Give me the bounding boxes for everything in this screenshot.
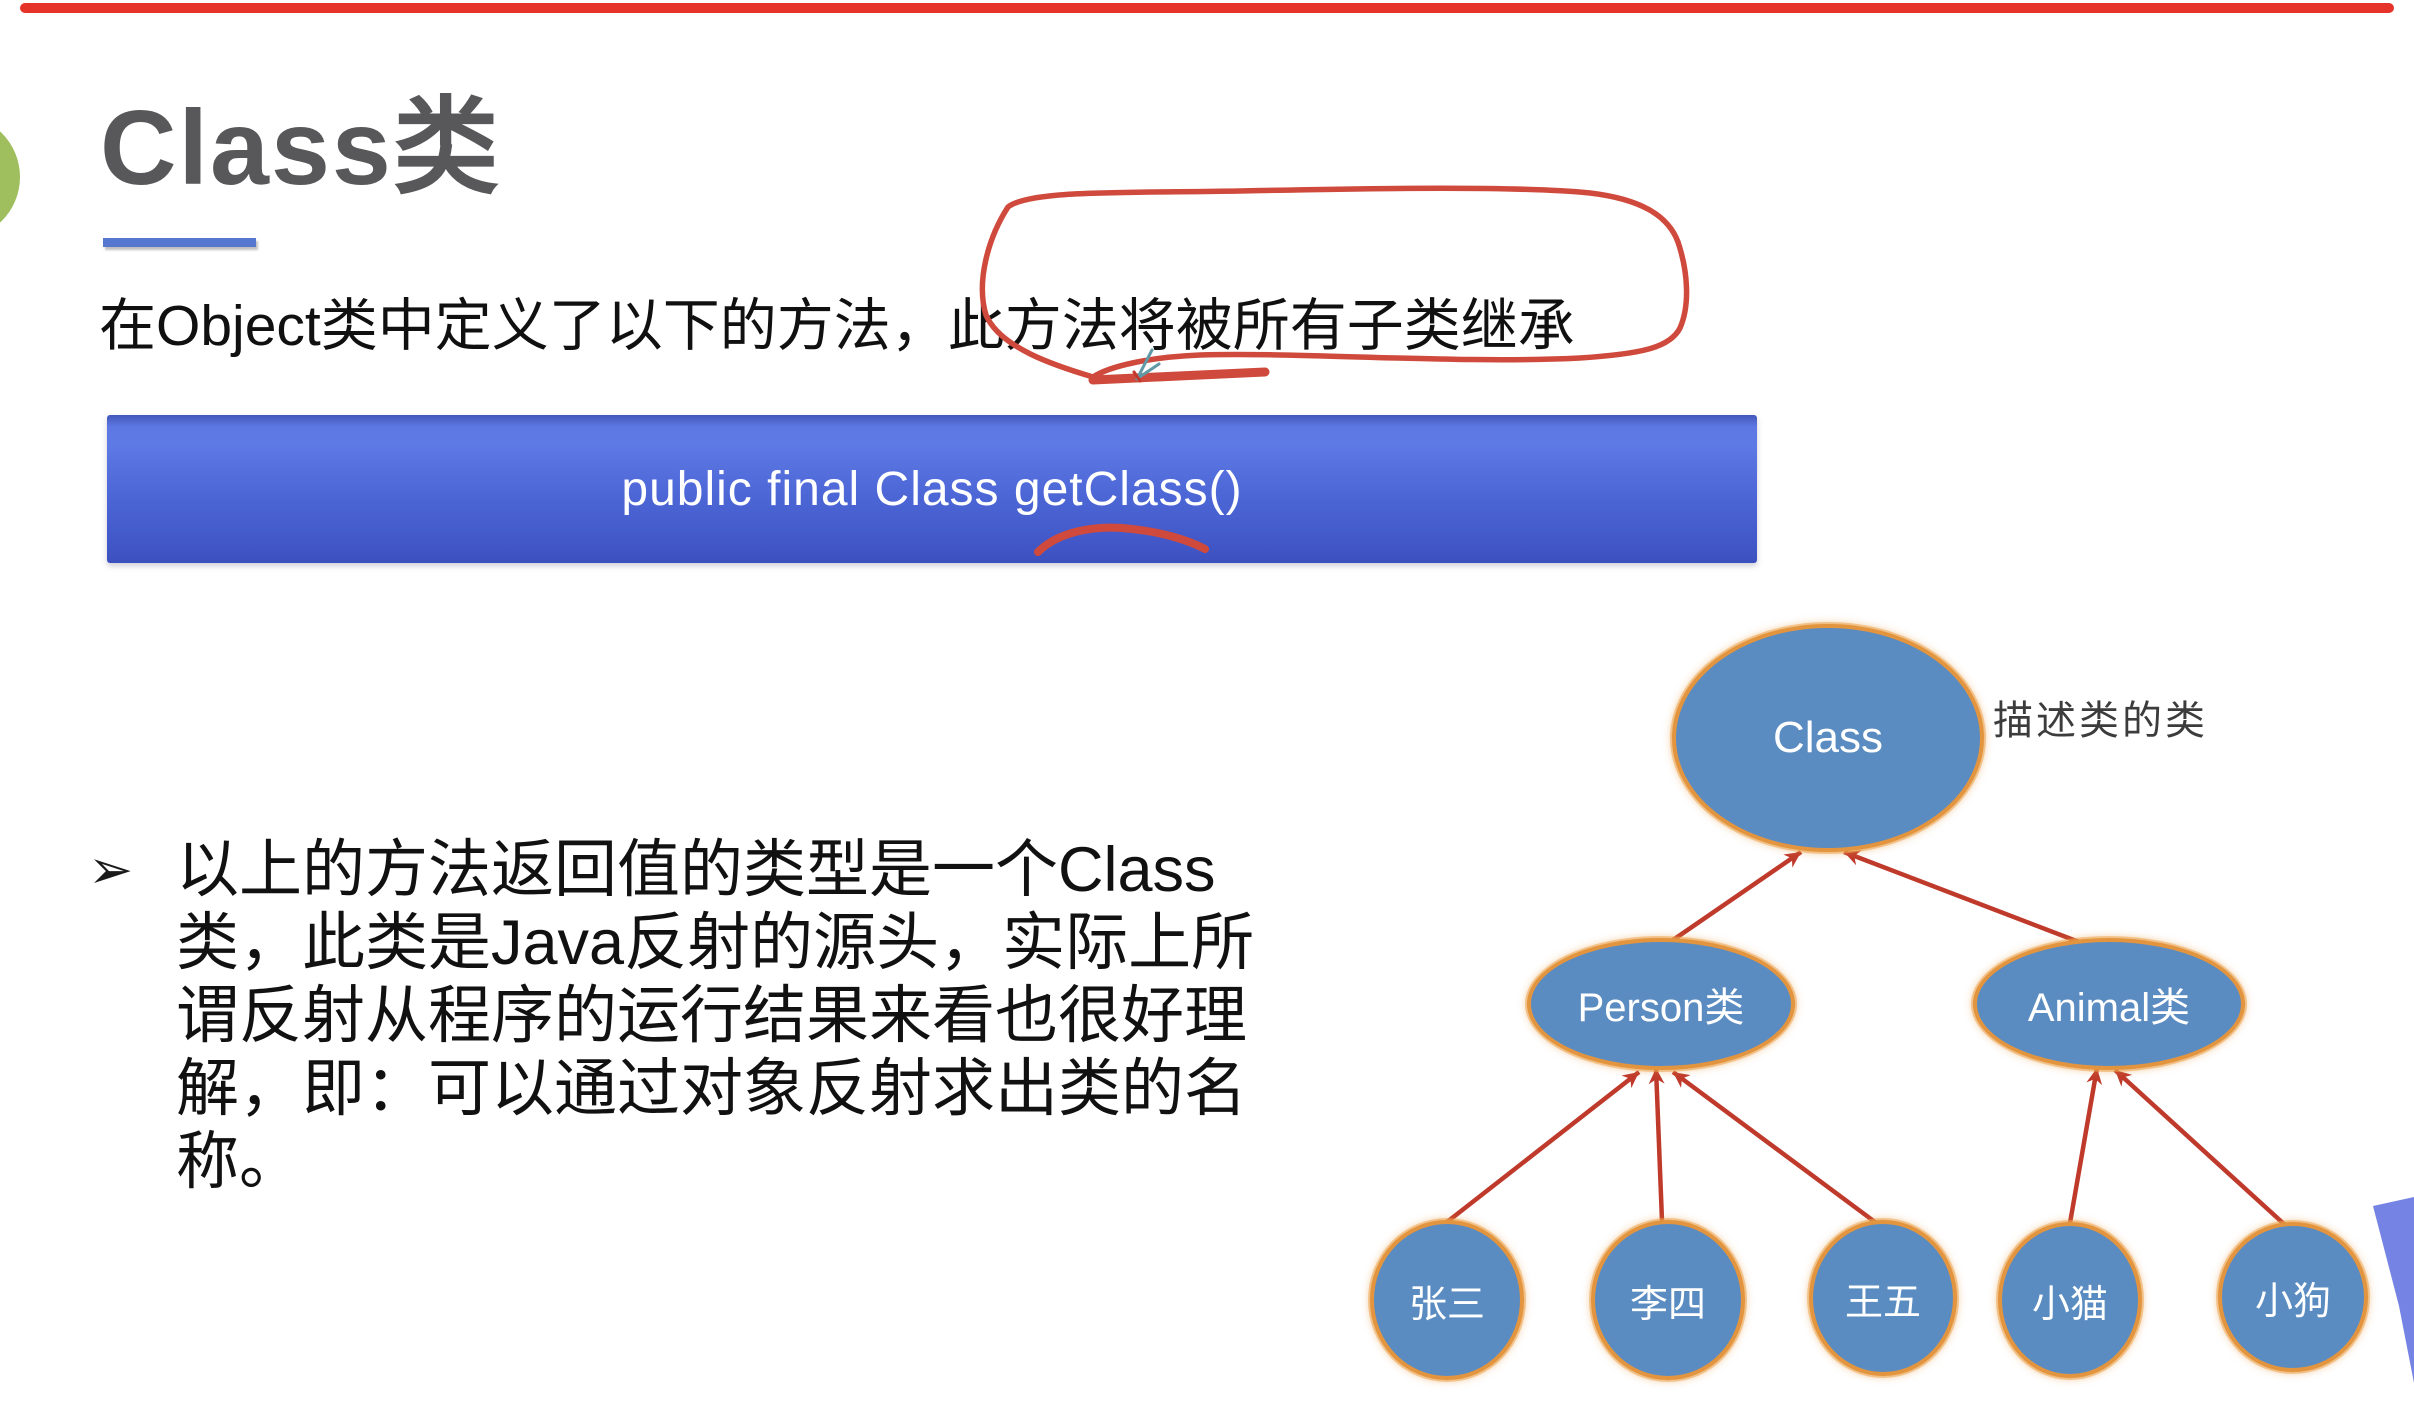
- slide-title: Class类: [100, 89, 501, 207]
- node-label: Animal类: [2027, 986, 2191, 1030]
- edge-animal-class: [1843, 849, 2080, 945]
- diagram-caption: 描述类的类: [1993, 699, 2208, 743]
- edge-wangwu-person: [1671, 1070, 1877, 1224]
- node-label: Person类: [1577, 986, 1745, 1030]
- diagram-node-class: Class: [1672, 624, 1984, 852]
- bullet-paragraph: ➢ 以上的方法返回值的类型是一个Class 类，此类是Java反射的源头，实际上…: [88, 834, 1388, 1199]
- code-banner: public final Class getClass(): [107, 415, 1757, 563]
- diagram-node-animal: Animal类: [1973, 938, 2245, 1070]
- node-label: 小狗: [2254, 1280, 2331, 1323]
- green-circle-decoration: [0, 115, 20, 239]
- diagram-node-xiaogou: 小狗: [2218, 1222, 2368, 1372]
- diagram-node-person: Person类: [1527, 938, 1795, 1070]
- diagram-node-wangwu: 王五: [1809, 1220, 1957, 1376]
- edge-person-class: [1671, 850, 1803, 942]
- node-label: 王五: [1844, 1281, 1921, 1324]
- title-underline: [103, 238, 256, 247]
- edge-xiaogou-animal: [2113, 1068, 2286, 1226]
- pen-cursor-tip: [1132, 370, 1142, 383]
- node-label: 张三: [1408, 1283, 1485, 1326]
- edge-xiaomao-animal: [2067, 1067, 2103, 1224]
- bullet-text: 以上的方法返回值的类型是一个Class 类，此类是Java反射的源头，实际上所 …: [176, 835, 1255, 1197]
- intro-sentence: 在Object类中定义了以下的方法，此方法将被所有子类继承: [99, 294, 1575, 358]
- node-label: 小猫: [2031, 1283, 2108, 1326]
- bullet-arrow-marker: ➢: [88, 840, 134, 900]
- node-label: 李四: [1629, 1283, 1706, 1326]
- node-label: Class: [1772, 713, 1884, 762]
- diagram-node-lisi: 李四: [1591, 1220, 1745, 1380]
- code-banner-text: public final Class getClass(): [621, 462, 1243, 516]
- red-tail-stroke: [1088, 367, 1270, 385]
- edge-zhangsan-person: [1445, 1070, 1641, 1224]
- corner-wedge-decoration: [2373, 1197, 2414, 1383]
- video-progress-bar[interactable]: [20, 3, 2394, 13]
- diagram-node-xiaomao: 小猫: [1998, 1222, 2142, 1378]
- diagram-node-zhangsan: 张三: [1370, 1220, 1524, 1380]
- edge-lisi-person: [1648, 1067, 1665, 1222]
